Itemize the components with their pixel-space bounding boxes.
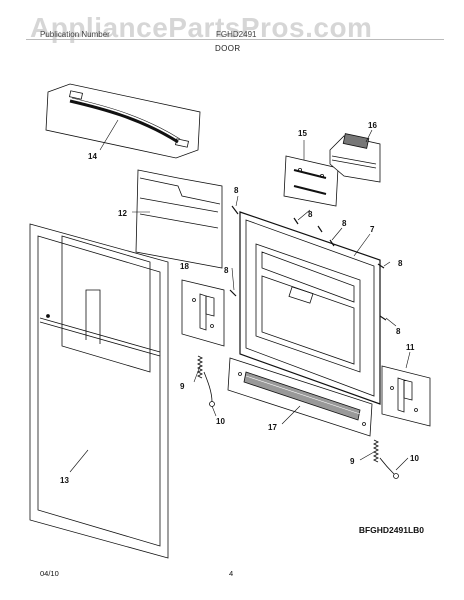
part-18-left-hinge[interactable] — [181, 279, 225, 347]
callout-8-c: 8 — [342, 219, 347, 228]
part-7-inner-door-liner[interactable] — [239, 211, 381, 405]
part-14-trim-panel[interactable] — [45, 83, 201, 159]
callout-8-a: 8 — [234, 186, 239, 195]
watermark-text: AppliancePartsPros.com — [30, 12, 373, 43]
callout-9-b: 9 — [350, 457, 355, 466]
callout-8-b: 8 — [308, 210, 313, 219]
callout-8-e: 8 — [398, 259, 403, 268]
callout-10-a: 10 — [216, 417, 225, 426]
part-15-hinge-bracket[interactable] — [283, 155, 339, 207]
callout-8-d: 8 — [224, 266, 229, 275]
callout-16: 16 — [368, 121, 377, 130]
part-11-right-hinge[interactable] — [381, 365, 431, 427]
callout-18: 18 — [180, 262, 189, 271]
callout-14: 14 — [88, 152, 97, 161]
part-9-door-spring[interactable] — [196, 355, 380, 463]
callout-9-a: 9 — [180, 382, 185, 391]
section-title: DOOR — [215, 44, 241, 53]
callout-13: 13 — [60, 476, 69, 485]
callout-12: 12 — [118, 209, 127, 218]
part-8-screws[interactable] — [229, 205, 387, 321]
diagram-reference-code: BFGHD2491LB0 — [358, 525, 424, 535]
header-model-text: FGHD2491 — [216, 30, 257, 39]
callout-11: 11 — [406, 343, 415, 352]
callout-10-b: 10 — [410, 454, 419, 463]
callout-17: 17 — [268, 423, 277, 432]
part-10-door-cable[interactable] — [203, 371, 399, 479]
part-13-outer-door-panel[interactable] — [29, 223, 169, 559]
part-17-door-vent[interactable] — [227, 357, 373, 437]
header-divider — [26, 39, 444, 40]
footer-page-number: 4 — [229, 569, 234, 578]
header-publication-text: Publication Number — [40, 30, 110, 39]
callout-7: 7 — [370, 225, 375, 234]
callout-15: 15 — [298, 129, 307, 138]
callout-8-f: 8 — [396, 327, 401, 336]
part-16-control-module[interactable] — [329, 133, 381, 183]
footer-date: 04/10 — [40, 569, 59, 578]
part-12-door-insulation[interactable] — [135, 169, 223, 269]
